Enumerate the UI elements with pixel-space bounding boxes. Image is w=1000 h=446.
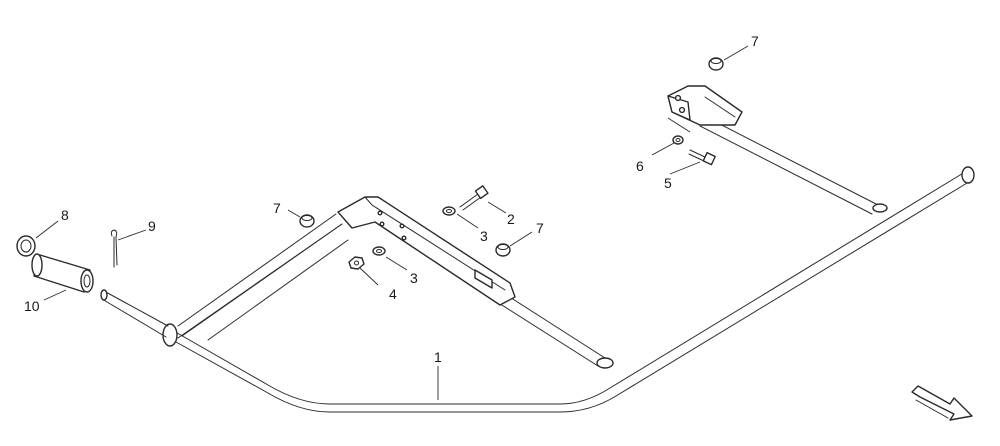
- sleeve-part-10: [31, 253, 94, 293]
- callout-9: 9: [148, 218, 156, 234]
- frame-tube-part-1: [100, 117, 975, 413]
- callout-7-top: 7: [751, 33, 759, 49]
- leader-lines: [35, 45, 749, 400]
- washer-part-3-upper: [442, 206, 456, 216]
- cap-part-7-middle: [495, 243, 511, 257]
- cotter-pin-part-9: [110, 229, 118, 268]
- callout-3-lower: 3: [410, 270, 418, 286]
- bolt-part-2: [459, 185, 489, 211]
- callout-4: 4: [389, 286, 397, 302]
- callout-7-left: 7: [273, 200, 281, 216]
- right-upper-bracket: [667, 85, 743, 126]
- washer-part-6: [672, 135, 684, 145]
- cap-part-7-left: [299, 214, 315, 228]
- callout-7-middle: 7: [536, 220, 544, 236]
- callout-2: 2: [507, 211, 515, 227]
- callout-3-upper: 3: [480, 228, 488, 244]
- nut-part-4: [348, 256, 365, 270]
- callout-1: 1: [434, 349, 442, 365]
- left-mounting-plate: [337, 196, 516, 306]
- callout-labels: 1 2 3 3 4 5 6 7 7 7 8 9 10: [24, 33, 759, 365]
- cap-part-7-top: [708, 57, 724, 71]
- callout-8: 8: [61, 207, 69, 223]
- washer-part-3-lower: [372, 246, 386, 256]
- ring-part-8: [16, 235, 36, 257]
- bolt-part-5: [688, 149, 716, 166]
- callout-6: 6: [636, 158, 644, 174]
- callout-5: 5: [664, 175, 672, 191]
- direction-arrow-icon: [911, 385, 973, 421]
- callout-10: 10: [24, 298, 40, 314]
